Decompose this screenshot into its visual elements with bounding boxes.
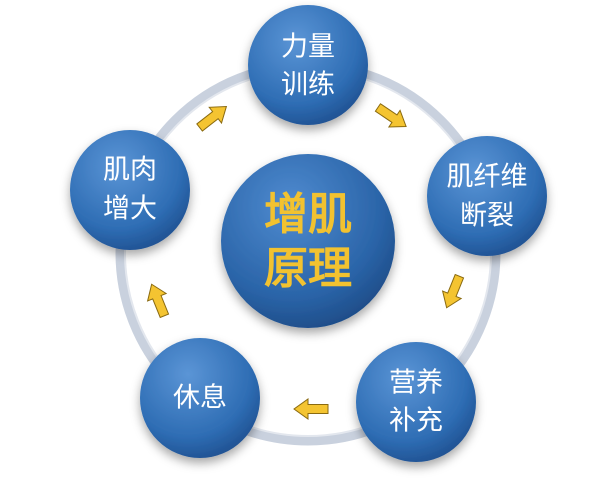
center-line-2: 原理 [264,243,352,294]
node-strength-training-line-2: 训练 [281,70,335,101]
center-node: 增肌 原理 [221,154,395,328]
node-rest: 休息 [140,338,260,458]
node-strength-training-circle [248,5,368,125]
arrow-rest-to-growth [146,283,170,319]
arrow-training-to-breakdown [374,103,407,128]
arrow-nutrition-to-rest [293,398,329,420]
node-nutrition-line-2: 补充 [389,406,443,437]
arrow-growth-to-training [196,106,228,132]
cycle-arrows [146,103,465,420]
node-fiber-breakdown-line-2: 断裂 [460,201,514,232]
node-muscle-growth: 肌肉 增大 [70,130,190,250]
node-muscle-growth-line-1: 肌肉 [103,155,157,186]
node-nutrition-circle [356,342,476,462]
center-line-1: 增肌 [264,189,352,240]
node-rest-line-1: 休息 [173,383,227,414]
arrow-breakdown-to-nutrition [441,273,465,309]
node-rest-circle [140,338,260,458]
node-muscle-growth-circle [70,130,190,250]
node-fiber-breakdown-line-1: 肌纤维 [447,162,528,193]
node-fiber-breakdown-circle [427,136,547,256]
node-muscle-growth-line-2: 增大 [103,194,157,225]
center-node-circle [221,154,395,328]
node-nutrition: 营养 补充 [356,342,476,462]
node-strength-training-line-1: 力量 [281,32,335,63]
node-strength-training: 力量 训练 [248,5,368,125]
node-nutrition-line-1: 营养 [389,368,443,399]
node-fiber-breakdown: 肌纤维 断裂 [427,136,547,256]
